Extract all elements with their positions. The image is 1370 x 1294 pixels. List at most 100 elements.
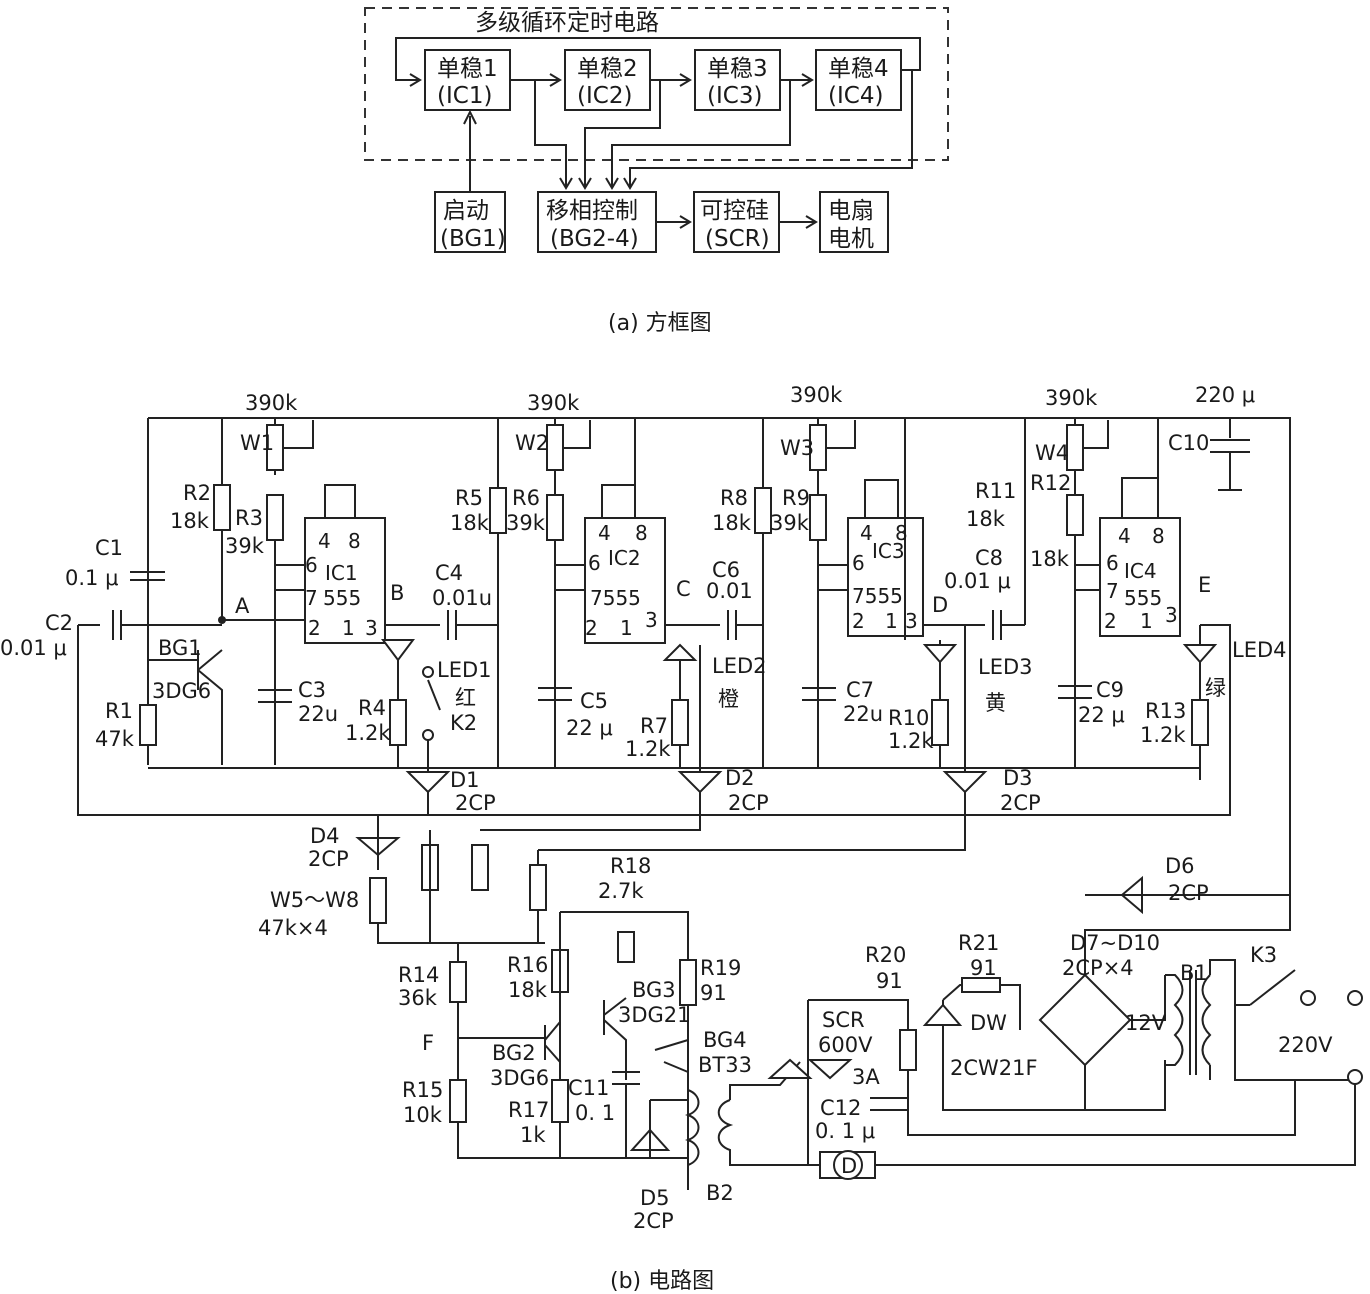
r10-label: R10 — [888, 706, 929, 730]
ic4-pin3: 3 — [1165, 603, 1178, 627]
ic4-name: IC4 — [1124, 559, 1157, 583]
power-section — [717, 875, 1363, 1180]
k2-contact2 — [422, 729, 434, 741]
w3-wiper — [826, 420, 856, 449]
c12-cap — [870, 1097, 908, 1111]
c12-value: 0. 1 μ — [815, 1119, 875, 1143]
motor-return — [875, 1080, 1356, 1166]
c3-value: 22u — [298, 702, 338, 726]
block-diagram: 多级循环定时电路 单稳1 (IC1) 单稳2 (IC2) 单稳3 (IC3) 单… — [364, 7, 949, 336]
ic2-pin4: 4 — [598, 521, 611, 545]
r9-resistor — [809, 494, 827, 541]
r3-resistor — [266, 494, 284, 541]
ic1-pin6: 6 — [305, 553, 318, 577]
c7-label: C7 — [846, 678, 874, 702]
c10-value: 220 μ — [1195, 383, 1255, 407]
led4-color: 绿 — [1205, 676, 1226, 700]
arrow-scr-motor — [779, 215, 818, 229]
start-arrow — [463, 109, 477, 192]
bg4-value: BT33 — [698, 1053, 752, 1077]
arrow-phase-scr — [656, 215, 692, 229]
scr-wiring — [807, 999, 1296, 1165]
node-f: F — [422, 1031, 434, 1055]
mono3-line1: 单稳3 — [707, 56, 768, 82]
ic3-pin6: 6 — [852, 551, 865, 575]
c9-value: 22 μ — [1078, 703, 1125, 727]
c2-label: C2 — [45, 611, 73, 635]
ic1-chip — [304, 517, 386, 644]
bridge-wiring — [1084, 895, 1291, 1021]
top-rail — [148, 417, 1291, 895]
k3-label: K3 — [1250, 943, 1277, 967]
r20-value: 91 — [876, 969, 903, 993]
motor-line1: 电扇 — [828, 198, 874, 224]
led1-label: LED1 — [437, 658, 492, 682]
circuit-diagram: 390k 390k 390k 390k 220 μ W1 W2 W3 W4 C1… — [0, 383, 1363, 1294]
c11-label: C11 — [568, 1076, 609, 1100]
r7-value: 1.2k — [625, 737, 671, 761]
r15-resistor — [449, 1079, 467, 1123]
c7-cap — [802, 687, 836, 701]
caption-a: (a) 方框图 — [608, 311, 712, 336]
b1-label: B1 — [1180, 961, 1208, 985]
led4-icon — [1182, 644, 1218, 664]
c8-label: C8 — [975, 546, 1003, 570]
w2-value: 390k — [527, 391, 580, 415]
led2-label: LED2 — [712, 654, 767, 678]
led1-color: 红 — [455, 686, 476, 710]
ic4-pin4: 4 — [1118, 524, 1131, 548]
motor-block — [819, 191, 889, 253]
b2-primary — [685, 1089, 700, 1166]
bg2-label: BG2 — [492, 1041, 536, 1065]
c1-label: C1 — [95, 536, 123, 560]
ic2-chip — [584, 517, 666, 644]
ic1-pin4: 4 — [318, 529, 331, 553]
r4-label: R4 — [358, 696, 386, 720]
d1-diode — [405, 771, 451, 794]
d5-label: D5 — [640, 1186, 670, 1210]
v220-label: 220V — [1278, 1033, 1333, 1057]
ic1-pin7: 7 — [305, 586, 318, 610]
motor-line2: 电机 — [828, 226, 874, 252]
r21-label: R21 — [958, 931, 999, 955]
tap4 — [623, 70, 913, 190]
d3-diode — [942, 771, 988, 794]
loop-arrow — [395, 37, 921, 87]
w2-wiper — [563, 420, 591, 449]
w5-w8-label: W5～W8 — [270, 888, 359, 912]
led4-label: LED4 — [1232, 638, 1287, 662]
bridge-rectifier — [1038, 973, 1132, 1067]
scr-voltage: 600V — [818, 1033, 873, 1057]
start-line1: 启动 — [443, 198, 489, 224]
node-c: C — [676, 577, 691, 601]
r8-value: 18k — [712, 511, 752, 535]
r21-resistor — [961, 977, 1001, 993]
d3-type: 2CP — [1000, 791, 1041, 815]
r5-value: 18k — [450, 511, 490, 535]
tap3 — [605, 80, 791, 190]
w5-pot — [369, 877, 387, 924]
r3-value: 39k — [225, 534, 265, 558]
mono1-block — [424, 49, 511, 111]
ic4-type: 555 — [1124, 586, 1162, 610]
dw-zener — [922, 1003, 963, 1026]
ic4-pin1: 1 — [1140, 609, 1153, 633]
c6-label: C6 — [712, 558, 740, 582]
b1-primary — [1201, 959, 1348, 1081]
c8-value: 0.01 μ — [944, 569, 1011, 593]
d4-type: 2CP — [308, 847, 349, 871]
caption-b: (b) 电路图 — [610, 1269, 714, 1294]
ic2-48 — [601, 418, 636, 518]
r13-label: R13 — [1145, 699, 1186, 723]
pot-wiring — [377, 792, 966, 944]
ic3-type: 7555 — [852, 584, 903, 608]
c8-cap — [923, 610, 1025, 640]
ic1-type: 555 — [323, 586, 361, 610]
c2-cap — [78, 610, 222, 640]
scr-triangle1 — [767, 1058, 813, 1079]
r12-resistor — [1066, 494, 1084, 536]
ic1-pin1: 1 — [342, 616, 355, 640]
phase-block — [537, 191, 657, 253]
ic4-chip — [1099, 517, 1181, 637]
w4-label: W4 — [1035, 441, 1069, 465]
